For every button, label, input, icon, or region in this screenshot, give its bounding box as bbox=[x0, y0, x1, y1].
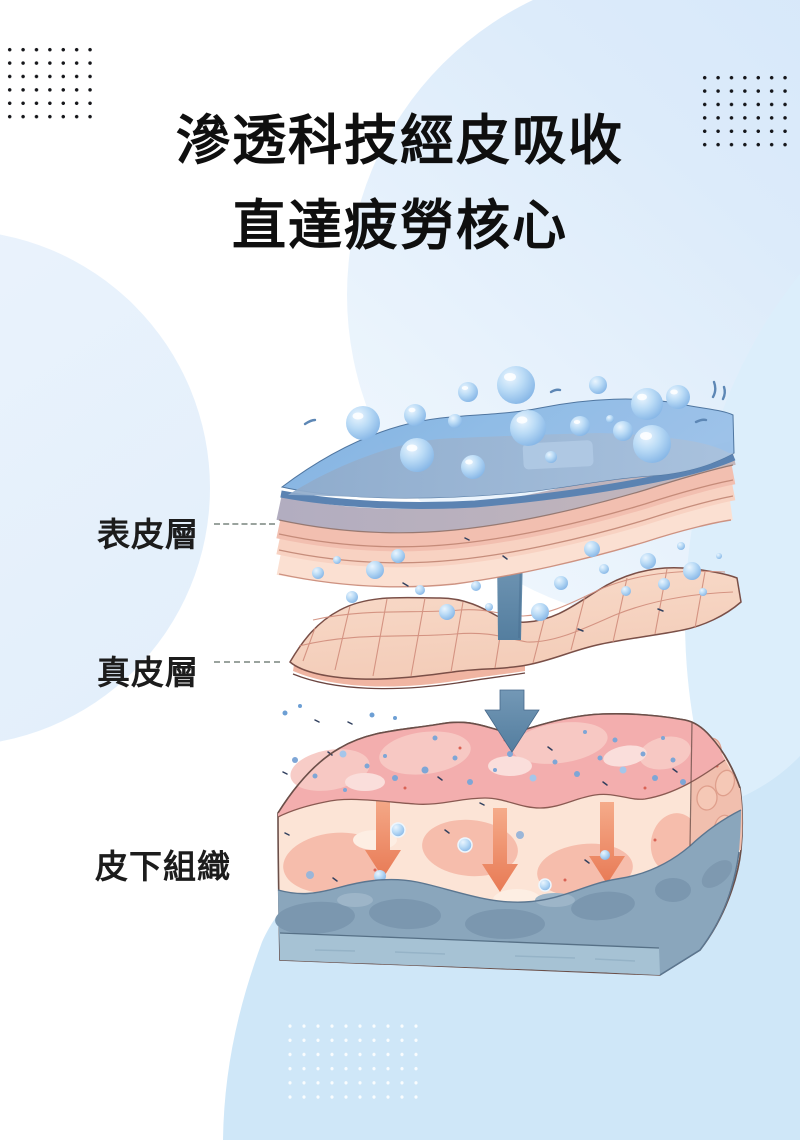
top-band-specks bbox=[282, 730, 686, 792]
droplets-mid-group bbox=[282, 537, 722, 725]
accent-tick-marks bbox=[303, 380, 726, 426]
tissue-front-strip bbox=[279, 722, 740, 976]
tissue-top-outline bbox=[277, 713, 741, 814]
dot-grid-top-right-icon bbox=[698, 71, 792, 152]
label-dermis: 真皮層 bbox=[97, 654, 199, 691]
title-line-2: 直達疲勞核心 bbox=[232, 196, 568, 256]
connector-dermis bbox=[214, 661, 280, 663]
speck-ticks bbox=[314, 537, 664, 725]
dot-grid-top-left-icon bbox=[3, 43, 97, 124]
epidermis-patch-layer bbox=[276, 398, 736, 588]
bg-circle-left bbox=[0, 234, 210, 742]
dot-grid-bottom-white-icon bbox=[283, 1019, 424, 1105]
subcutaneous-tissue-block bbox=[275, 713, 744, 976]
connector-epidermis bbox=[214, 523, 275, 525]
skin-diagram-illustration bbox=[275, 366, 744, 976]
label-epidermis: 表皮層 bbox=[97, 516, 199, 553]
label-subcutaneous: 皮下組織 bbox=[95, 848, 231, 885]
title-line-1: 滲透科技經皮吸收 bbox=[176, 111, 624, 171]
tissue-top-band bbox=[277, 713, 726, 818]
page-title: 滲透科技經皮吸收 直達疲勞核心 bbox=[0, 99, 800, 269]
absorption-arrows-salmon bbox=[365, 796, 625, 892]
tissue-blue-band bbox=[275, 809, 742, 975]
droplets-top-group bbox=[303, 366, 726, 479]
penetration-arrow-lower bbox=[484, 689, 540, 753]
